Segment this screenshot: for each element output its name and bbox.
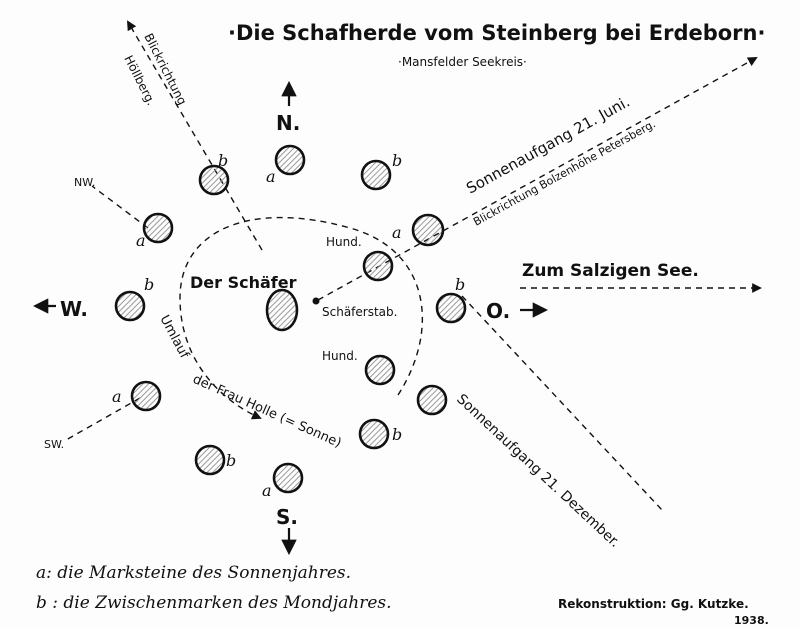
lake-label: Zum Salzigen See. — [522, 261, 699, 281]
staff-label: Schäferstab. — [322, 305, 397, 319]
stone-a-north — [274, 144, 306, 176]
credit-line2: 1938. — [734, 614, 769, 627]
stone-b-east — [435, 292, 467, 324]
southwest-label: SW. — [44, 438, 64, 451]
diagram-title: ·Die Schafherde vom Steinberg bei Erdebo… — [228, 21, 765, 45]
line-december — [461, 295, 663, 511]
mark-b: b — [392, 151, 402, 170]
orbit-path — [179, 216, 424, 420]
east-label: O. — [486, 299, 510, 323]
stone-a-june — [411, 213, 445, 247]
mark-b: b — [144, 275, 154, 294]
legend-b: b : die Zwischenmarken des Mondjahres. — [36, 593, 392, 613]
stone-b-north-west — [198, 164, 230, 196]
mark-a: a — [136, 231, 146, 250]
orbit-label-2: der Frau Holle (= Sonne) — [190, 372, 343, 451]
stone-b-south-east — [358, 418, 390, 450]
stone-b-west — [114, 290, 146, 322]
legend-a: a: die Marksteine des Sonnenjahres. — [36, 563, 351, 583]
dog-bottom — [364, 354, 396, 386]
line-southwest — [65, 397, 141, 441]
line-hoellberg — [127, 20, 263, 251]
south-label: S. — [276, 505, 298, 529]
mark-b: b — [218, 151, 228, 170]
mark-a: a — [112, 387, 122, 406]
stone-b-south-west — [194, 444, 226, 476]
view-hoellberg-line2: Höllberg. — [121, 53, 158, 108]
stone-a-northwest — [142, 212, 174, 244]
line-northwest — [91, 185, 149, 229]
mark-b: b — [392, 425, 402, 444]
staff-dot — [312, 297, 320, 305]
stone-a-december — [416, 384, 448, 416]
west-label: W. — [60, 297, 88, 321]
dog-top — [362, 250, 394, 282]
stone-b-north-east — [360, 159, 392, 191]
mark-b: b — [226, 451, 236, 470]
mark-b: b — [455, 275, 465, 294]
stone-a-south — [272, 462, 304, 494]
mark-a: a — [262, 481, 272, 500]
mark-a: a — [266, 167, 276, 186]
northwest-label: NW. — [74, 176, 95, 189]
dog-top-label: Hund. — [326, 235, 362, 249]
shepherd-figure — [265, 288, 299, 332]
diagram-subtitle: ·Mansfelder Seekreis· — [398, 55, 527, 69]
sunrise-december-label: Sonnenaufgang 21. Dezember. — [453, 391, 623, 551]
credit-line1: Rekonstruktion: Gg. Kutzke. — [558, 597, 749, 611]
north-label: N. — [276, 111, 300, 135]
shepherd-label: Der Schäfer — [190, 273, 297, 292]
stone-a-southwest — [130, 380, 162, 412]
dog-bottom-label: Hund. — [322, 349, 358, 363]
mark-a: a — [392, 223, 402, 242]
